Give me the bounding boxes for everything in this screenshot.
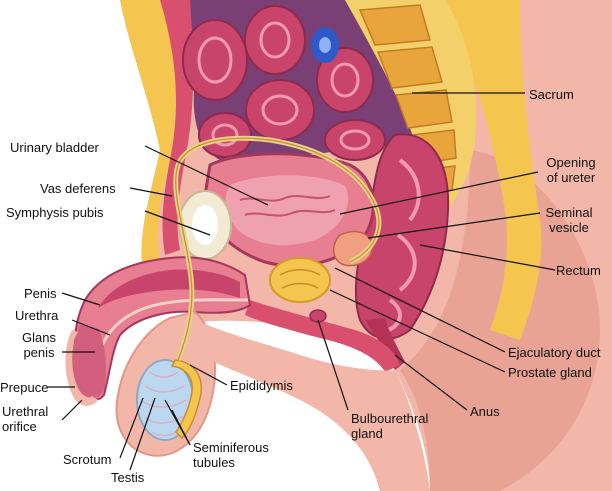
label-seminiferous-tubules-line1: Seminiferous	[193, 440, 269, 455]
label-vas-deferens: Vas deferens	[40, 181, 116, 196]
leader-symphysis-pubis	[144, 210, 211, 236]
label-opening-of-ureter: Opening of ureter	[538, 155, 604, 185]
leader-penis	[61, 292, 101, 306]
leader-urethral-orifice	[61, 399, 83, 421]
leader-seminiferous-tubules-b	[171, 409, 191, 446]
leader-opening-of-ureter	[339, 171, 539, 215]
label-glans-penis-line1: Glans	[22, 330, 56, 345]
label-urinary-bladder: Urinary bladder	[10, 140, 99, 155]
leader-epididymis	[189, 364, 228, 386]
label-rectum: Rectum	[556, 263, 601, 278]
leader-ejaculatory-duct	[334, 267, 506, 353]
glans	[72, 325, 106, 398]
label-prepuce: Prepuce	[0, 380, 49, 395]
label-urethral-orifice-line2: orifice	[2, 419, 37, 434]
leader-vas-deferens	[129, 187, 173, 197]
bulbourethral-gland	[309, 309, 327, 323]
label-anus: Anus	[470, 404, 500, 419]
label-urethral-orifice-line1: Urethral	[2, 404, 49, 419]
label-seminal-vesicle: Seminal vesicle	[540, 205, 598, 235]
label-opening-of-ureter-line2: of ureter	[546, 170, 596, 185]
leader-bulbourethral-gland	[317, 319, 349, 411]
label-bulbourethral-gland: Bulbourethral gland	[351, 411, 428, 441]
label-testis: Testis	[111, 470, 145, 485]
label-scrotum: Scrotum	[63, 452, 112, 467]
leader-anus	[394, 354, 468, 411]
leader-lines	[47, 92, 556, 471]
label-epididymis: Epididymis	[230, 378, 293, 393]
vein-highlight	[319, 37, 331, 53]
epididymis	[170, 359, 202, 440]
label-ejaculatory-duct: Ejaculatory duct	[508, 345, 601, 360]
label-glans-penis: Glans penis	[17, 330, 61, 360]
label-penis: Penis	[24, 286, 57, 301]
bladder-rugae	[239, 195, 336, 217]
label-symphysis-pubis: Symphysis pubis	[6, 205, 104, 220]
vas-deferens-outline	[175, 137, 380, 361]
intestine-highlights	[197, 21, 371, 151]
label-bulbourethral-gland-line1: Bulbourethral	[351, 411, 429, 426]
label-opening-of-ureter-line1: Opening	[546, 155, 596, 170]
leader-urethra	[71, 319, 111, 336]
label-seminal-vesicle-line1: Seminal	[545, 205, 593, 220]
corpus-cavernosum	[98, 269, 240, 308]
perineum	[200, 322, 430, 491]
pelvic-floor	[245, 300, 400, 372]
label-seminiferous-tubules-line2: tubules	[193, 455, 235, 470]
leader-prostate-gland	[329, 289, 506, 373]
leader-testis	[129, 397, 156, 471]
rectum-folds	[387, 158, 421, 332]
bladder-lining	[225, 175, 349, 246]
fat-layer-back	[440, 0, 542, 340]
pubic-bone-highlight	[192, 205, 218, 245]
leader-scrotum	[119, 397, 144, 459]
leader-urinary-bladder	[144, 145, 269, 206]
label-prostate-gland: Prostate gland	[508, 365, 592, 380]
fat-layer-front	[120, 0, 176, 300]
seminiferous-tubules	[142, 371, 187, 437]
prostate-texture	[279, 269, 321, 289]
label-urethral-orifice: Urethral orifice	[2, 404, 48, 434]
label-glans-penis-line2: penis	[23, 345, 55, 360]
prostate	[269, 257, 331, 303]
label-bulbourethral-gland-line2: gland	[351, 426, 383, 441]
leader-rectum	[419, 244, 556, 271]
label-seminiferous-tubules: Seminiferous tubules	[193, 440, 269, 470]
label-seminal-vesicle-line2: vesicle	[549, 220, 589, 235]
leader-seminal-vesicle	[367, 212, 541, 239]
label-urethra: Urethra	[15, 308, 59, 323]
label-sacrum: Sacrum	[529, 87, 574, 102]
